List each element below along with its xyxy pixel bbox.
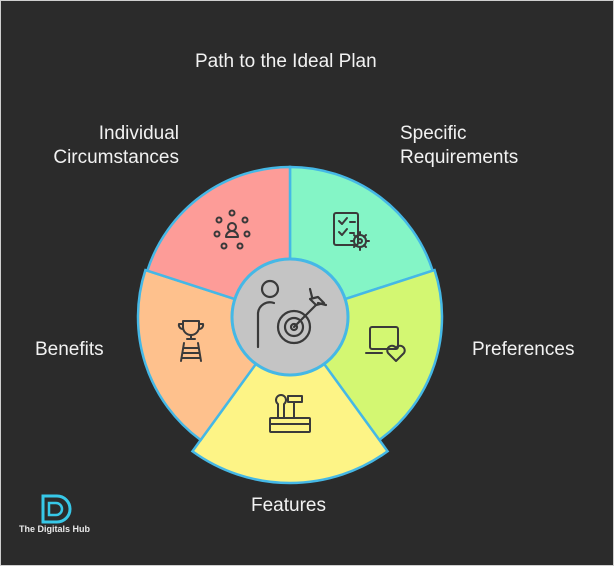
toolbox-icon <box>269 394 311 433</box>
trophy-ladder-icon <box>177 320 205 362</box>
checklist-gear-icon <box>333 212 370 251</box>
label-preferences: Preferences <box>472 339 575 360</box>
label-line: Circumstances <box>53 147 179 168</box>
label-line: Requirements <box>400 147 519 168</box>
label-line: Individual <box>98 123 179 144</box>
label-specific-requirements: Specific Requirements <box>400 122 518 170</box>
label-features: Features <box>251 495 326 516</box>
person-network-icon <box>213 209 251 250</box>
label-line: Specific <box>400 123 467 144</box>
brand-name: The Digitals Hub <box>19 524 91 534</box>
wedge-group <box>136 165 444 485</box>
label-benefits: Benefits <box>35 339 104 360</box>
laptop-heart-icon <box>365 326 406 362</box>
icon-group <box>177 209 406 433</box>
person-target-icon <box>256 279 328 349</box>
diagram-title: Path to the Ideal Plan <box>195 51 377 72</box>
digitals-hub-logo-icon <box>41 494 72 524</box>
center-hub <box>230 257 350 377</box>
label-individual-circumstances: Individual Circumstances <box>53 122 179 170</box>
center-circle <box>230 257 350 377</box>
